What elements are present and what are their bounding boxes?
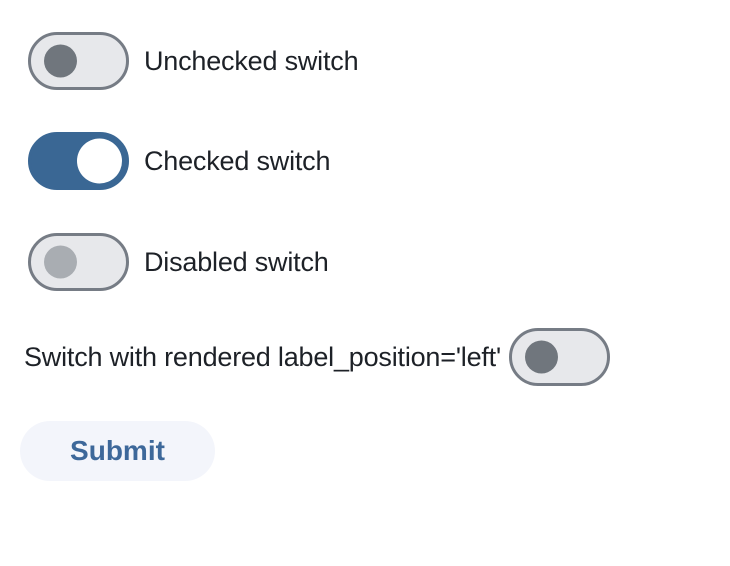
left-label-switch-row: Switch with rendered label_position='lef… [24, 328, 610, 386]
switch-knob [44, 245, 77, 279]
disabled-switch-row: Disabled switch [28, 233, 329, 291]
disabled-switch-toggle [28, 233, 129, 291]
switch-knob [44, 44, 77, 78]
disabled-switch-label: Disabled switch [144, 246, 329, 277]
left-label-switch-label: Switch with rendered label_position='lef… [24, 341, 501, 372]
switch-knob [77, 138, 122, 184]
checked-switch-row: Checked switch [28, 132, 330, 190]
left-label-switch-toggle[interactable] [508, 328, 610, 386]
unchecked-switch-row: Unchecked switch [28, 32, 359, 90]
unchecked-switch-label: Unchecked switch [144, 45, 359, 76]
unchecked-switch-toggle[interactable] [28, 32, 129, 90]
switch-knob [524, 340, 558, 374]
submit-button[interactable]: Submit [20, 421, 215, 481]
checked-switch-label: Checked switch [144, 145, 331, 176]
checked-switch-toggle[interactable] [28, 132, 129, 190]
